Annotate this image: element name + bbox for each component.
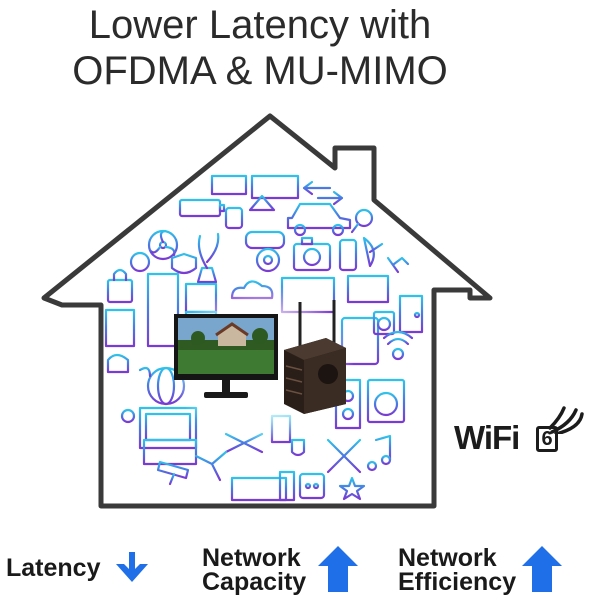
antenna-icon [382, 330, 414, 380]
lamp-icon [248, 194, 276, 222]
fan-icon [147, 229, 179, 261]
satellite-icon [350, 208, 374, 234]
title-line-1: Lower Latency with [88, 3, 432, 47]
fan-wave-icon [138, 366, 152, 378]
washer-icon [366, 378, 406, 424]
camera-icon [292, 236, 332, 272]
keypad-icon [104, 308, 136, 348]
wifi-version-number: 6 [536, 426, 558, 452]
key-icon [120, 408, 136, 442]
fridge-icon [146, 272, 180, 348]
metric-network-efficiency: Network Efficiency [392, 540, 592, 600]
plant-icon [196, 232, 220, 284]
swing-icon [386, 256, 410, 274]
metric-efficiency-label-2: Efficiency [398, 568, 517, 596]
metric-efficiency-label-1: Network [398, 544, 497, 572]
laptop-icon [340, 274, 396, 308]
lock-icon [106, 268, 134, 304]
house-outline [41, 113, 493, 509]
tools-icon [326, 438, 362, 474]
arrow-up-icon-2 [522, 546, 562, 592]
gear-icon [255, 247, 281, 273]
mailbox-icon [106, 353, 130, 400]
star-icon [338, 476, 366, 501]
radiator-icon [278, 470, 296, 502]
arrows-icon [302, 180, 344, 206]
dish-icon [362, 236, 384, 268]
power-socket-icon [298, 472, 326, 500]
metric-network-capacity: Network Capacity [196, 540, 366, 600]
bulb-icon [129, 251, 151, 276]
heater-icon [230, 476, 288, 502]
metric-latency-label: Latency [6, 554, 101, 582]
page-title: Lower Latency with OFDMA & MU-MIMO [0, 2, 520, 94]
metric-capacity-label-2: Capacity [202, 568, 307, 596]
monitor-icon [174, 314, 278, 398]
shield-icon [170, 252, 198, 275]
speaker-icon [372, 310, 396, 336]
music-note-icon [366, 434, 392, 472]
watch-icon [224, 200, 244, 230]
router-icon [284, 300, 346, 414]
wifi-signal-icon [548, 406, 584, 434]
title-line-2: OFDMA & MU-MIMO [72, 49, 448, 93]
arrow-up-icon [318, 546, 358, 592]
solar-panel-icon [210, 174, 248, 196]
phone-icon [338, 238, 358, 272]
vr-glasses-icon [244, 230, 286, 250]
tv-icon [138, 406, 198, 450]
wind-turbine-icon [194, 450, 228, 498]
wifi6-badge: WiFi 6 [454, 404, 584, 464]
battery-icon [178, 198, 226, 218]
car-icon [286, 202, 352, 237]
door-icon [398, 294, 424, 334]
cctv-icon [156, 460, 190, 486]
arrow-down-icon [116, 552, 148, 582]
solar-panel-icon-2 [250, 174, 300, 200]
metric-capacity-label-1: Network [202, 544, 301, 572]
wifi-label: WiFi [454, 419, 520, 456]
metric-latency: Latency [0, 540, 170, 600]
grill-icon [142, 438, 198, 466]
